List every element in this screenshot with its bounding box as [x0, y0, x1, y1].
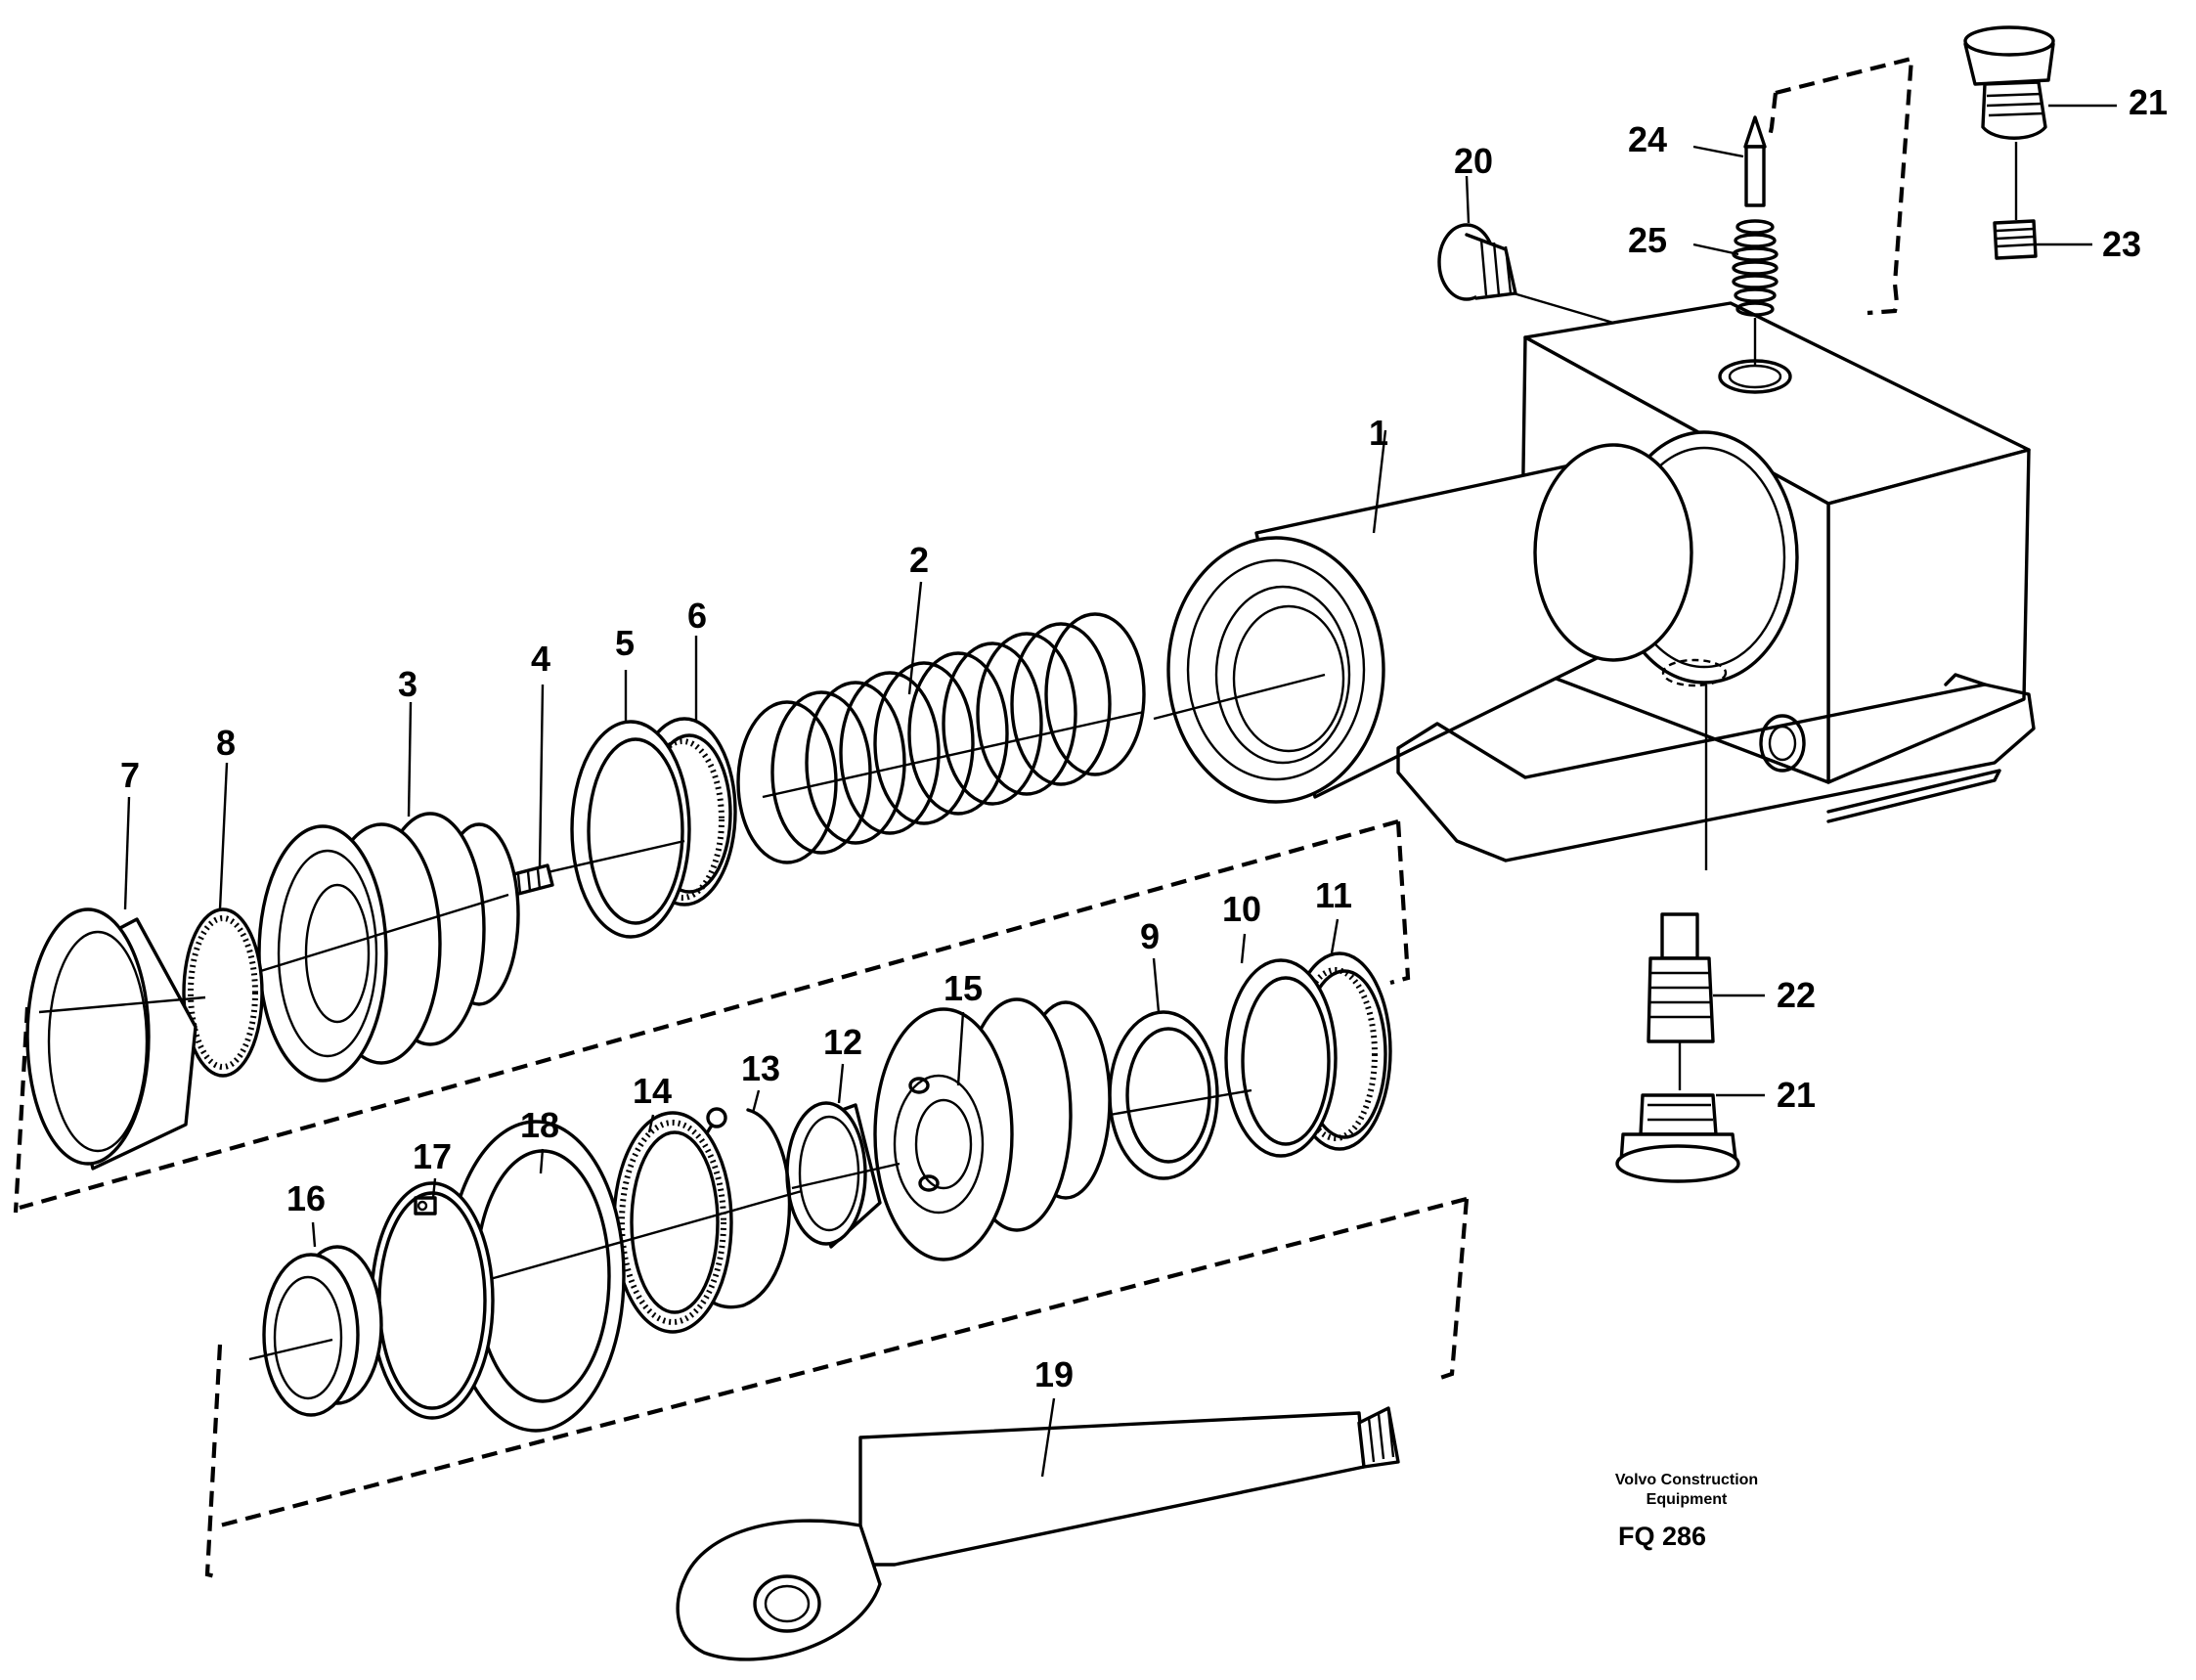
- callout-15: 15: [944, 968, 983, 1008]
- part-7-sleeve: [25, 907, 206, 1171]
- part-1-valve-block: [1153, 301, 2036, 870]
- callout-25: 25: [1628, 220, 1667, 260]
- part-12-bushing: [785, 1101, 900, 1249]
- callout-23: 23: [2102, 224, 2141, 264]
- company-name-line2: Equipment: [1647, 1491, 1728, 1508]
- part-17-circlip: [370, 1181, 495, 1420]
- callout-3: 3: [398, 664, 417, 704]
- callout-24: 24: [1628, 119, 1667, 159]
- part-20-plug: [1437, 223, 1517, 301]
- callout-13: 13: [741, 1048, 780, 1088]
- callout-labels: 1 2 3 4 5 6 7 8 9 10 11 12 13 14 15 16 1…: [120, 82, 2168, 1394]
- drawing-branding: Volvo Construction Equipment FQ 286: [1615, 1472, 1758, 1551]
- callout-8: 8: [216, 723, 236, 763]
- callout-10: 10: [1222, 889, 1261, 929]
- leader-lines: [123, 104, 2117, 1478]
- part-3-piston: [253, 812, 520, 1083]
- dashed-group-brackets: [13, 56, 1914, 1579]
- part-21-top-cap: [1963, 25, 2055, 220]
- company-name-line1: Volvo Construction: [1615, 1472, 1758, 1488]
- callout-21-top: 21: [2129, 82, 2168, 122]
- callout-12: 12: [823, 1022, 862, 1062]
- part-10-11-rings: [1224, 951, 1392, 1158]
- callout-2: 2: [909, 540, 929, 580]
- callout-14: 14: [633, 1071, 672, 1111]
- callout-21-bottom: 21: [1777, 1075, 1816, 1115]
- part-16-end-cap: [248, 1245, 383, 1417]
- callout-11: 11: [1315, 875, 1352, 915]
- part-19-piston-rod: [676, 1406, 1400, 1661]
- callout-22: 22: [1777, 975, 1816, 1015]
- part-21-bottom-plug: [1615, 1093, 1740, 1183]
- callout-5: 5: [615, 623, 635, 663]
- part-23-insert: [1993, 219, 2038, 260]
- callout-19: 19: [1034, 1354, 1074, 1394]
- callout-4: 4: [531, 639, 550, 679]
- callout-9: 9: [1140, 916, 1160, 956]
- callout-7: 7: [120, 755, 140, 795]
- drawing-code: FQ 286: [1618, 1522, 1706, 1551]
- part-14-o-ring: [612, 1111, 733, 1334]
- callout-16: 16: [286, 1178, 326, 1218]
- part-25-spring: [1732, 219, 1779, 367]
- part-8-o-ring: [182, 907, 264, 1078]
- part-5-6-rings: [512, 717, 737, 939]
- part-15-piston-head: [873, 997, 1112, 1261]
- callout-20: 20: [1454, 141, 1493, 181]
- callout-1: 1: [1369, 413, 1388, 453]
- part-2-spring: [736, 612, 1146, 864]
- callout-18: 18: [520, 1105, 559, 1145]
- part-22-check-valve: [1647, 912, 1715, 1090]
- callout-17: 17: [413, 1136, 452, 1176]
- part-24-pin: [1743, 115, 1767, 207]
- callout-6: 6: [687, 596, 707, 636]
